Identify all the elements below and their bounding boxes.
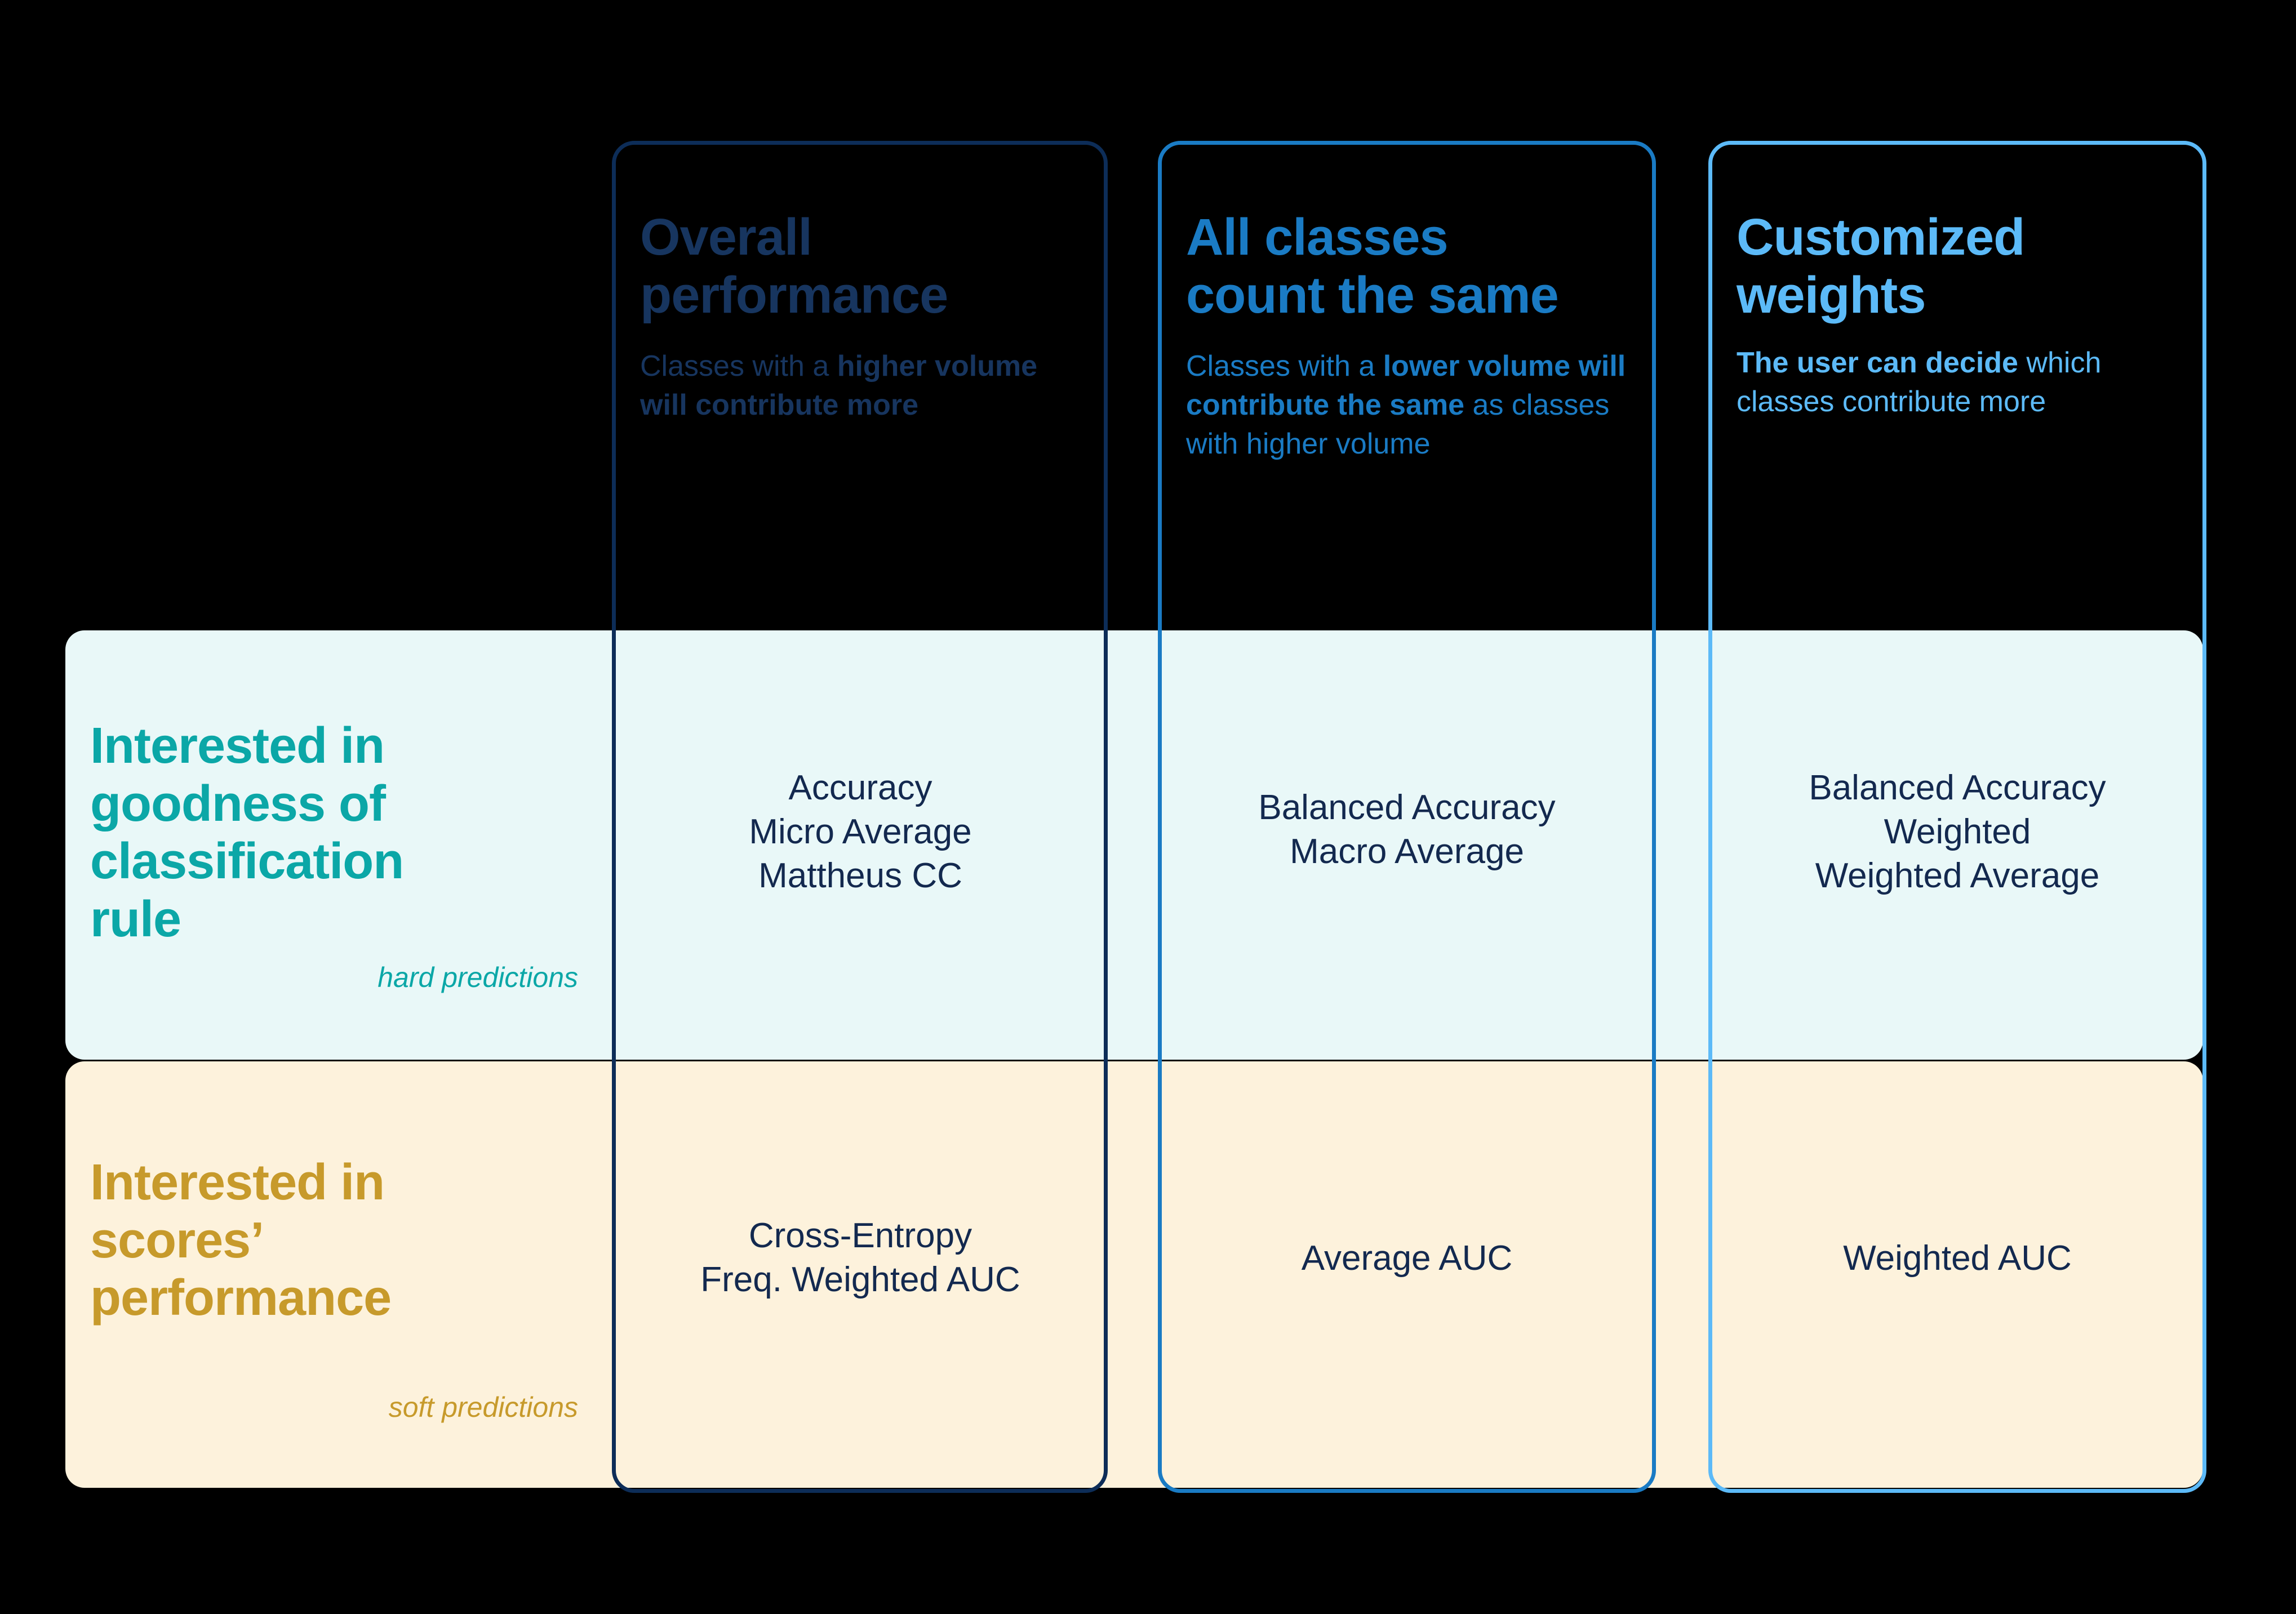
metric-cell-soft-all-classes: Average AUC — [1301, 1239, 1513, 1278]
column-subtitle-custom-bold: The user can decide — [1737, 346, 2018, 380]
metric-cell-hard-all-classes: Balanced Accuracy Macro Average — [1258, 788, 1556, 872]
column-subtitle-customized-weights: The user can decide which classes contri… — [1737, 344, 2187, 421]
row-title-soft-predictions: Interested in scores’ performance — [90, 1154, 392, 1327]
column-title-all-classes: All classes count the same — [1186, 208, 1559, 324]
row-panel-soft-predictions — [65, 1061, 2203, 1488]
metric-cell-hard-customized: Balanced Accuracy Weighted Weighted Aver… — [1809, 768, 2106, 896]
row-header-hard-predictions: Interested in goodness of classification… — [90, 717, 586, 994]
row-note-hard-predictions: hard predictions — [378, 962, 578, 994]
column-subtitle-custom-post: which classes contribute more — [1737, 346, 2102, 419]
column-title-customized-weights: Customized weights — [1737, 208, 2025, 324]
row-note-soft-predictions: soft predictions — [388, 1391, 578, 1423]
column-header-overall-performance: Overall performance Classes with a highe… — [640, 208, 1091, 425]
column-subtitle-all-classes-pre: Classes with a — [1186, 350, 1383, 383]
column-subtitle-overall-pre: Classes with a — [640, 350, 837, 383]
column-subtitle-all-classes-post: as classes with higher volume — [1186, 389, 1610, 461]
column-subtitle-overall-performance: Classes with a higher volume will contri… — [640, 347, 1091, 425]
metric-cell-soft-overall: Cross-Entropy Freq. Weighted AUC — [700, 1216, 1020, 1300]
column-header-customized-weights: Customized weights The user can decide w… — [1737, 208, 2187, 421]
row-title-hard-predictions: Interested in goodness of classification… — [90, 718, 404, 948]
metric-cell-soft-customized: Weighted AUC — [1843, 1239, 2072, 1278]
row-panel-hard-predictions — [65, 630, 2203, 1060]
metric-cell-hard-overall: Accuracy Micro Average Mattheus CC — [749, 768, 972, 896]
column-subtitle-overall-bold: higher volume will contribute more — [640, 350, 1038, 422]
row-header-soft-predictions: Interested in scores’ performance soft p… — [90, 1154, 586, 1424]
column-title-overall-performance: Overall performance — [640, 208, 948, 324]
column-subtitle-all-classes-bold: lower volume will contribute the same — [1186, 350, 1626, 422]
column-subtitle-all-classes: Classes with a lower volume will contrib… — [1186, 347, 1637, 464]
column-header-all-classes-count-the-same: All classes count the same Classes with … — [1186, 208, 1637, 464]
